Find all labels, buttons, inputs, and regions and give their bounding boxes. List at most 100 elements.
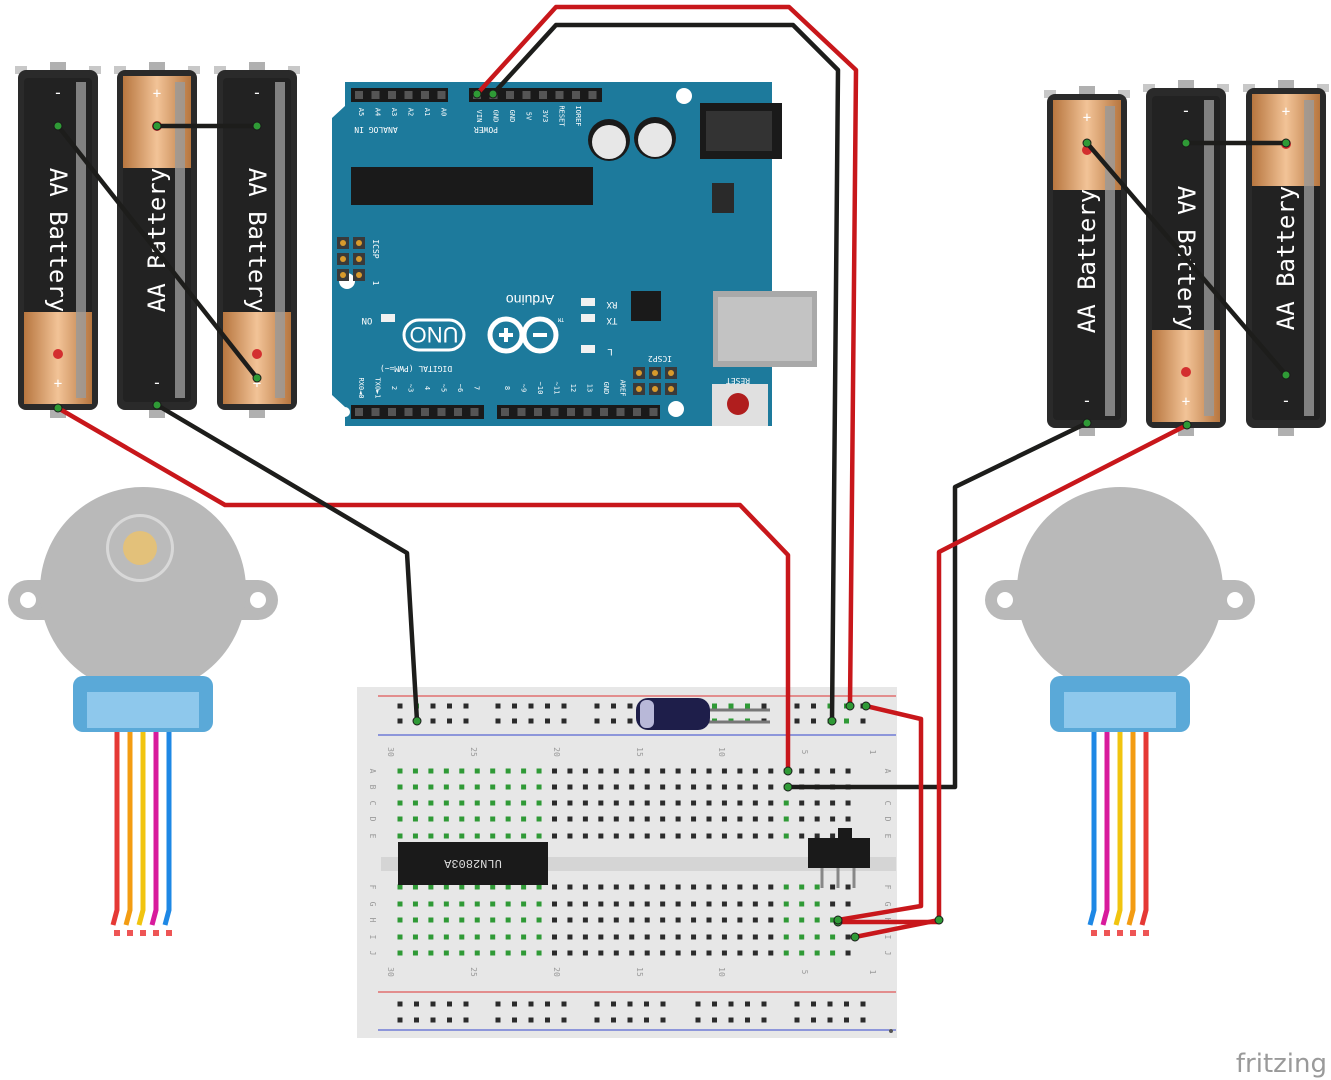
breadboard-hole (721, 784, 727, 790)
breadboard-hole (691, 768, 697, 774)
motor-lead-tip (1117, 930, 1123, 936)
breadboard-hole (598, 800, 604, 806)
breadboard-hole (644, 917, 650, 923)
breadboard-hole (474, 784, 480, 790)
breadboard-hole (783, 884, 789, 890)
wires (53, 4, 1291, 942)
header-pin (588, 91, 597, 99)
breadboard-hole (691, 800, 697, 806)
breadboard-hole (459, 950, 465, 956)
arduino-gnd-wire (491, 22, 841, 722)
breadboard-hole (768, 784, 774, 790)
battery-label: AA Battery (44, 168, 72, 313)
breadboard-hole (536, 917, 542, 923)
breadboard-hole (490, 934, 496, 940)
breadboard-hole (629, 884, 635, 890)
rail-hole (447, 718, 452, 724)
icsp-header (337, 237, 365, 281)
breadboard-hole (737, 816, 743, 822)
header-pin (355, 91, 363, 99)
motor-lead-tip (1143, 930, 1149, 936)
stepper-motors (8, 487, 1255, 936)
breadboard-hole (428, 884, 434, 890)
breadboard-hole (598, 833, 604, 839)
rail-hole (745, 703, 750, 709)
breadboard-hole (567, 950, 573, 956)
breadboard-hole (474, 768, 480, 774)
power-header (469, 88, 602, 102)
breadboard-hole (459, 816, 465, 822)
rail-hole (811, 703, 816, 709)
analog-in-label: ANALOG IN (354, 125, 398, 134)
icsp2-pin-tip (636, 386, 642, 392)
breadboard-hole (845, 816, 851, 822)
icsp-pin-tip (340, 272, 346, 278)
aa-battery: +-AA Battery (15, 62, 101, 418)
battery-shine (1105, 106, 1115, 416)
breadboard-hole (799, 816, 805, 822)
rail-hole (528, 718, 534, 724)
battery-terminal (1278, 428, 1294, 436)
rx-label: RX (606, 299, 617, 309)
rail-hole (611, 703, 616, 709)
row-letter-label: D (368, 817, 377, 822)
breadboard-hole (490, 901, 496, 907)
power-pin-label: RESET (558, 105, 566, 127)
slide-switch[interactable] (808, 828, 870, 888)
power-pin-label: GND (508, 110, 516, 123)
breadboard-hole (567, 833, 573, 839)
icsp-pin-tip (340, 240, 346, 246)
breadboard-hole (721, 800, 727, 806)
breadboard-hole (783, 833, 789, 839)
rail-hole (627, 1017, 633, 1023)
breadboard-hole (814, 917, 820, 923)
breadboard-hole (768, 884, 774, 890)
rail-hole (545, 1001, 550, 1007)
breadboard-hole (613, 917, 619, 923)
breadboard-hole (644, 833, 650, 839)
rail-hole (860, 718, 866, 724)
motor-housing (1017, 487, 1223, 693)
wire-end (488, 89, 498, 99)
battery-terminal (1278, 80, 1294, 88)
breadboard-hole (536, 784, 542, 790)
rail-hole (545, 718, 550, 724)
rail-hole (811, 718, 816, 724)
breadboard-hole (629, 917, 635, 923)
rail-hole (611, 718, 616, 724)
rail-hole (561, 703, 567, 709)
rail-hole (844, 1001, 849, 1007)
breadboard-hole (706, 833, 712, 839)
battery-terminal (1178, 428, 1194, 436)
wire-end (252, 121, 262, 131)
column-number-label: 1 (868, 970, 877, 975)
header-pin (539, 91, 547, 99)
motor-lead-wire (1100, 732, 1110, 926)
breadboard-hole (443, 800, 449, 806)
rx-led (581, 298, 595, 306)
row-letter-label: F (368, 885, 377, 890)
analog-pin-label: A1 (423, 108, 431, 116)
breadboard-hole (799, 833, 805, 839)
breadboard-hole (675, 884, 681, 890)
breadboard-hole (629, 800, 635, 806)
breadboard-hole (675, 816, 681, 822)
breadboard-hole (536, 800, 542, 806)
rail-hole (627, 718, 633, 724)
breadboard-hole (752, 950, 758, 956)
breadboard-hole (783, 934, 789, 940)
breadboard-hole (691, 816, 697, 822)
motor-shaft (123, 531, 157, 565)
header-pin (454, 408, 462, 416)
on-led (381, 314, 395, 322)
battery-dot (1181, 367, 1191, 377)
breadboard-hole (397, 768, 403, 774)
motor-lead-wire (1113, 732, 1123, 926)
breadboard-hole (459, 917, 465, 923)
breadboard-hole (814, 768, 820, 774)
wire-end (1182, 420, 1192, 430)
rail-hole (397, 703, 403, 709)
battery-terminal (249, 62, 265, 70)
breadboard-hole (721, 950, 727, 956)
rail-hole (512, 703, 517, 709)
